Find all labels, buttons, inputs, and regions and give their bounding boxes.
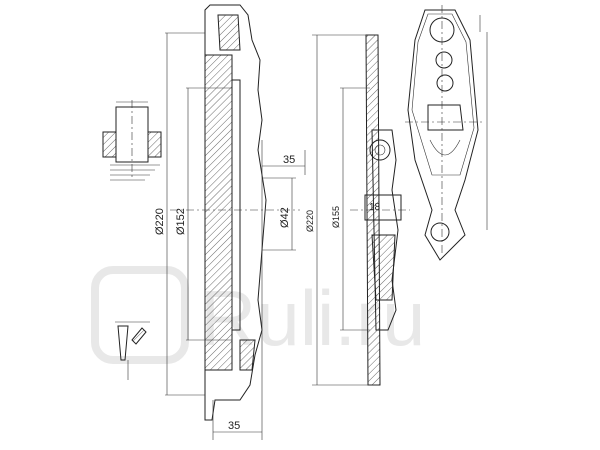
release-fork — [405, 5, 488, 261]
clutch-disc-dimensions: Ø220 Ø155 18 — [305, 35, 381, 385]
dim-disc-outer-diameter: Ø220 — [305, 210, 315, 232]
dim-disc-inner-diameter: Ø155 — [331, 206, 341, 228]
clutch-disc — [312, 34, 410, 386]
dim-hub-diameter: Ø42 — [279, 207, 291, 228]
spring-detail — [115, 321, 150, 380]
dim-inner-diameter: Ø152 — [175, 208, 187, 235]
pressure-plate-dimensions: Ø220 Ø152 Ø42 35 35 — [154, 33, 305, 433]
dim-height-top: 35 — [283, 154, 295, 166]
dim-outer-diameter: Ø220 — [154, 208, 166, 235]
release-bearing-detail — [102, 100, 162, 181]
pressure-plate — [165, 4, 306, 440]
dim-disc-thickness: 18 — [369, 202, 381, 213]
dim-height-bottom: 35 — [228, 420, 240, 432]
